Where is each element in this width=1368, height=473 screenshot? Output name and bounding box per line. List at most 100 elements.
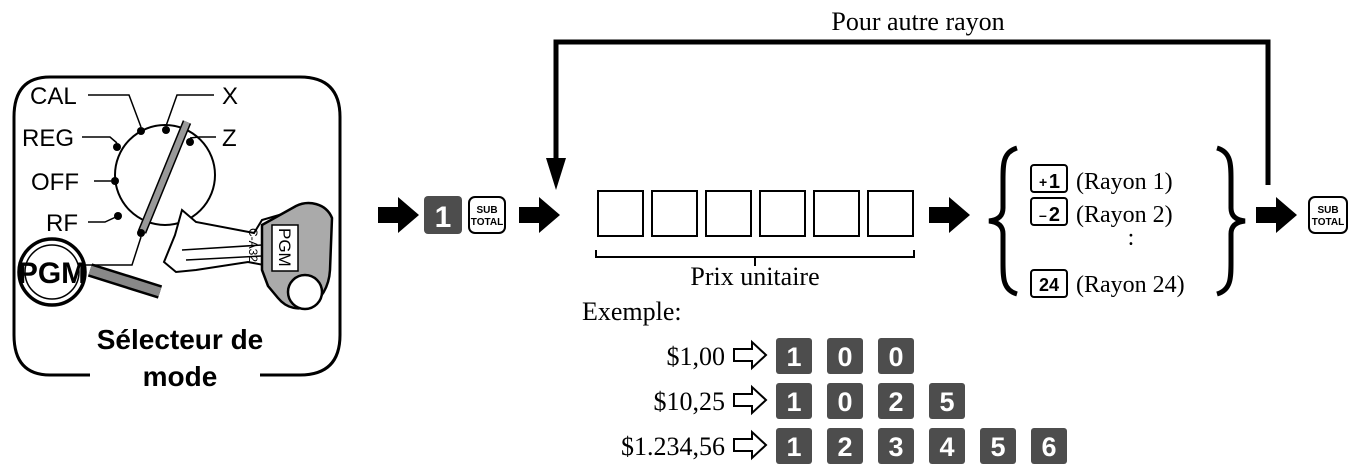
selector-caption-line1: Sélecteur de xyxy=(97,324,264,355)
flow-arrow-2 xyxy=(519,197,560,233)
key-groove-2 xyxy=(185,255,263,261)
department-loop: Pour autre rayon xyxy=(546,7,1271,190)
example-key xyxy=(827,428,863,464)
department-label-2: (Rayon 2) xyxy=(1076,202,1173,228)
price-digit-box xyxy=(597,190,644,237)
right-brace xyxy=(1216,145,1246,297)
position-label-z: Z xyxy=(222,125,237,152)
example-key xyxy=(776,338,812,374)
flow-arrow-4 xyxy=(1256,197,1297,233)
example-key xyxy=(980,428,1016,464)
example-key-label: 2 xyxy=(837,432,852,462)
example-key-label: 6 xyxy=(1041,432,1056,462)
example-amount-1: $1,00 xyxy=(667,342,726,371)
department-key-2[interactable] xyxy=(1030,197,1068,226)
example-key-label: 0 xyxy=(837,387,852,417)
example-key xyxy=(776,428,812,464)
department-key-2-prefix: – xyxy=(1039,207,1047,223)
leader-cal xyxy=(88,94,142,128)
key-hole xyxy=(286,273,324,311)
department-key-24[interactable] xyxy=(1030,269,1068,298)
mode-selector: CAL REG OFF RF X Z PGM PGM C-A32 Sélecte… xyxy=(12,75,342,392)
key-1[interactable] xyxy=(424,196,462,234)
department-ellipsis: : xyxy=(1128,225,1135,251)
department-label-24: (Rayon 24) xyxy=(1076,272,1185,298)
flow-arrow-3 xyxy=(929,197,970,233)
key-sequence: 1 SUB TOTAL Prix unitaire + 1 (Rayon 1) … xyxy=(378,145,1348,298)
example-key-label: 2 xyxy=(888,387,903,417)
left-brace xyxy=(988,145,1018,297)
example-key-label: 0 xyxy=(888,342,903,372)
leader-z xyxy=(189,136,216,139)
department-key-2-number: 2 xyxy=(1049,204,1060,226)
key-1-label: 1 xyxy=(435,201,452,234)
example-key xyxy=(827,383,863,419)
example-keys-1: 1 0 0 xyxy=(776,338,914,374)
magnifier-inner-ring xyxy=(24,244,80,300)
example-keys-2: 1 0 2 5 xyxy=(776,383,965,419)
example-key xyxy=(776,383,812,419)
position-dot-x xyxy=(162,126,170,134)
position-label-off: OFF xyxy=(31,169,79,196)
key-groove xyxy=(181,244,263,251)
selector-pointer xyxy=(139,120,190,234)
subtotal-key-line1: SUB xyxy=(476,205,497,216)
position-label-reg: REG xyxy=(22,125,74,152)
position-label-x: X xyxy=(222,83,238,110)
example-implies-arrow-2 xyxy=(733,384,768,416)
department-label-1: (Rayon 1) xyxy=(1076,169,1173,195)
example-key-label: 0 xyxy=(837,342,852,372)
price-digit-box xyxy=(759,190,806,237)
example-implies-arrow-1 xyxy=(733,339,768,371)
example-key-label: 1 xyxy=(786,432,801,462)
example-key xyxy=(929,428,965,464)
loop-arrowhead xyxy=(546,158,566,190)
position-dot-z xyxy=(186,138,194,146)
price-bracket xyxy=(595,250,915,266)
example-key xyxy=(929,383,965,419)
selector-dial xyxy=(114,124,216,226)
subtotal-key-line2: TOTAL xyxy=(471,217,503,228)
example-key-label: 1 xyxy=(786,342,801,372)
example-key xyxy=(827,338,863,374)
leader-reg xyxy=(82,136,118,144)
example-key xyxy=(1031,428,1067,464)
magnifier-badge: PGM xyxy=(18,257,86,290)
subtotal-key[interactable] xyxy=(468,196,506,234)
example-key-label: 4 xyxy=(939,432,954,462)
key-label: PGM xyxy=(275,228,294,267)
key-code: C-A32 xyxy=(246,228,260,262)
flow-arrow-1 xyxy=(378,197,419,233)
price-digit-box xyxy=(651,190,698,237)
selector-frame xyxy=(12,75,342,377)
magnifier-lens xyxy=(17,237,87,307)
example-key-label: 3 xyxy=(888,432,903,462)
final-subtotal-key-line1: SUB xyxy=(1317,205,1338,216)
example-key xyxy=(878,428,914,464)
example-key-label: 5 xyxy=(990,432,1005,462)
position-label-rf: RF xyxy=(46,210,78,237)
loop-label: Pour autre rayon xyxy=(831,7,1004,36)
example-key xyxy=(878,383,914,419)
examples: Exemple: $1,00 1 0 0 $10,25 1 0 2 5 xyxy=(582,297,1067,464)
department-key-24-number: 24 xyxy=(1039,275,1059,295)
leader-pgm xyxy=(80,236,142,266)
final-subtotal-key[interactable] xyxy=(1308,196,1348,234)
position-dot-pgm xyxy=(137,229,145,237)
key-label-plate xyxy=(271,224,299,272)
leader-rf xyxy=(88,215,119,223)
magnifier-handle xyxy=(88,265,162,297)
example-amount-2: $10,25 xyxy=(654,387,726,416)
position-dot-off xyxy=(111,177,119,185)
department-key-1[interactable] xyxy=(1030,164,1068,193)
department-key-1-prefix: + xyxy=(1039,174,1047,190)
price-digit-box xyxy=(813,190,860,237)
example-key-label: 5 xyxy=(939,387,954,417)
price-label: Prix unitaire xyxy=(690,262,819,291)
example-keys-3: 1 2 3 4 5 6 xyxy=(776,428,1067,464)
price-digit-box xyxy=(705,190,752,237)
price-digit-box xyxy=(867,190,914,237)
example-amount-3: $1.234,56 xyxy=(621,432,725,461)
final-subtotal-key-line2: TOTAL xyxy=(1312,217,1344,228)
